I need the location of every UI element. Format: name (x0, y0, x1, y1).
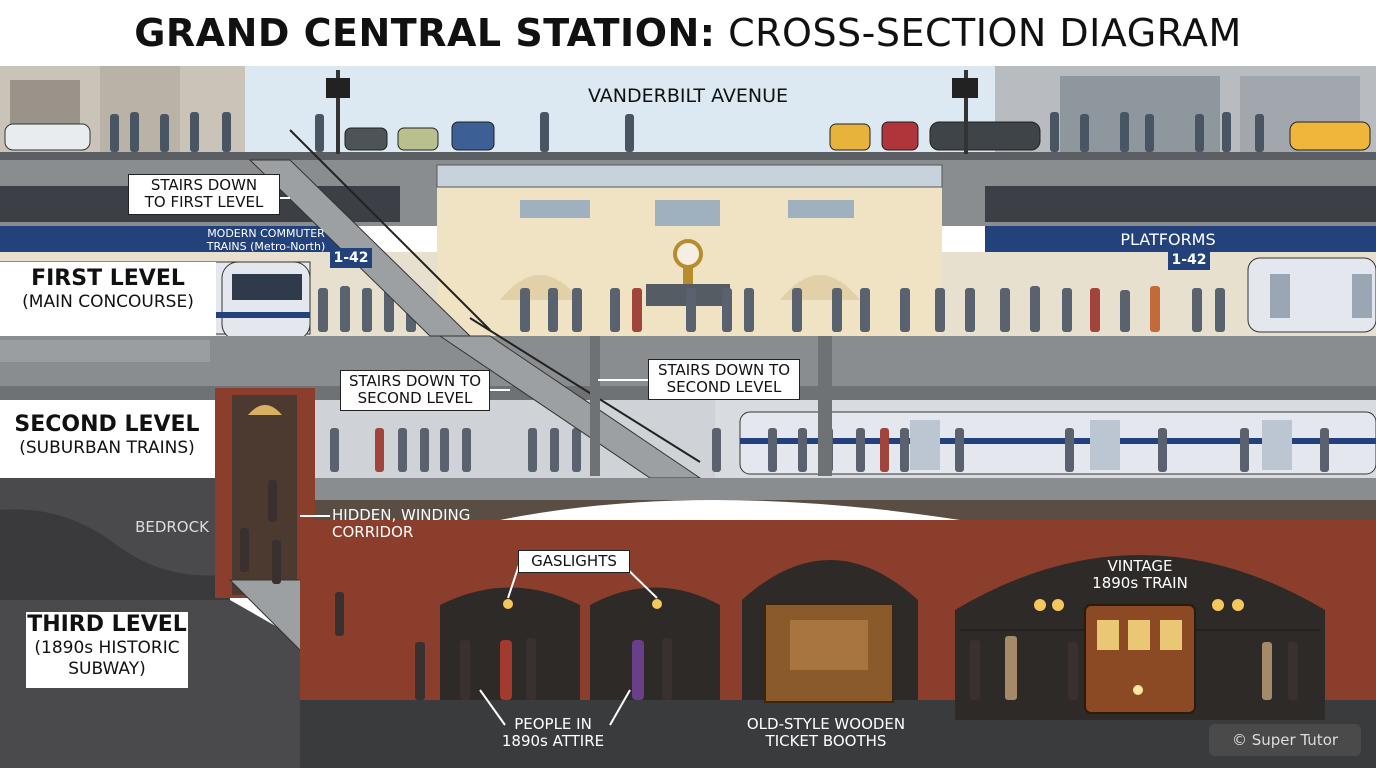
vintage-train (1084, 604, 1196, 714)
track-sign-right: 1-42 (1168, 250, 1210, 270)
callout-stairs-second-level-a: STAIRS DOWN TO SECOND LEVEL (340, 370, 490, 411)
callout-modern-trains: MODERN COMMUTER TRAINS (Metro-North) (196, 227, 336, 253)
callout-people-1890s: PEOPLE IN 1890s ATTIRE (490, 715, 616, 751)
second-level-name: SECOND LEVEL (14, 412, 200, 437)
gaslights (503, 599, 1244, 611)
street-deck (0, 152, 1376, 162)
traffic-light-right (964, 70, 968, 154)
first-level-label: FIRST LEVEL (MAIN CONCOURSE) (0, 262, 216, 336)
modern-train-right (1247, 257, 1376, 333)
street-pedestrians (110, 112, 1264, 152)
callout-stairs-first-line1: STAIRS DOWN (150, 176, 258, 194)
street-label: VANDERBILT AVENUE (588, 85, 788, 107)
wooden-ticket-booth (764, 603, 894, 703)
slab-second-third (0, 478, 1376, 500)
cross-section-illustration (0, 66, 1376, 768)
third-level-people (240, 480, 1298, 700)
page-title: GRAND CENTRAL STATION: CROSS-SECTION DIA… (0, 0, 1376, 66)
callout-stairs-second-a-line2: SECOND LEVEL (357, 389, 473, 408)
callout-stairs-second-b-line1: STAIRS DOWN TO (657, 361, 791, 379)
third-level-sub2: SUBWAY) (68, 658, 146, 679)
callout-people-line2: 1890s ATTIRE (501, 732, 605, 751)
bedrock-label: BEDROCK (135, 518, 209, 536)
callout-stairs-first-level: STAIRS DOWN TO FIRST LEVEL (128, 174, 280, 215)
callout-ticket-booths: OLD-STYLE WOODEN TICKET BOOTHS (736, 715, 916, 751)
callout-vintage-line2: 1890s TRAIN (1092, 574, 1188, 593)
track-sign-left: 1-42 (330, 248, 372, 268)
concourse-crowd (318, 286, 1225, 332)
callout-booths-line1: OLD-STYLE WOODEN (746, 715, 906, 733)
third-level-name: THIRD LEVEL (27, 612, 187, 637)
suburban-train (739, 411, 1376, 475)
traffic-light-left (336, 70, 340, 154)
second-level-sub: (SUBURBAN TRAINS) (19, 438, 195, 459)
third-level-label: THIRD LEVEL (1890s HISTORIC SUBWAY) (26, 612, 188, 688)
callout-modern-trains-line2: TRAINS (Metro-North) (206, 239, 326, 253)
title-bold: GRAND CENTRAL STATION: (134, 11, 716, 55)
platforms-label: PLATFORMS (1120, 230, 1216, 249)
second-level-label: SECOND LEVEL (SUBURBAN TRAINS) (0, 412, 214, 468)
second-level-crowd (330, 428, 1329, 472)
callout-people-line1: PEOPLE IN (514, 715, 592, 733)
callout-hidden-corridor: HIDDEN, WINDING CORRIDOR (332, 506, 492, 542)
callout-stairs-second-b-line2: SECOND LEVEL (666, 378, 782, 397)
callout-vintage-train: VINTAGE 1890s TRAIN (1080, 557, 1200, 593)
first-level-name: FIRST LEVEL (31, 266, 185, 291)
callout-stairs-first-line2: TO FIRST LEVEL (144, 193, 264, 212)
callout-booths-line2: TICKET BOOTHS (765, 732, 887, 751)
callout-modern-trains-line1: MODERN COMMUTER (207, 227, 325, 240)
first-level-band-right (985, 226, 1376, 252)
callout-stairs-second-level-b: STAIRS DOWN TO SECOND LEVEL (648, 359, 800, 400)
callout-gaslights: GASLIGHTS (518, 550, 630, 574)
watermark: © Super Tutor (1209, 724, 1361, 756)
callout-corridor-line1: HIDDEN, WINDING (332, 506, 471, 524)
street-cars (4, 121, 1371, 151)
callout-leaders (265, 197, 658, 726)
callout-stairs-second-a-line1: STAIRS DOWN TO (348, 372, 482, 390)
third-level-sub1: (1890s HISTORIC (34, 638, 180, 659)
callout-corridor-line2: CORRIDOR (332, 523, 414, 542)
first-level-sub: (MAIN CONCOURSE) (22, 292, 194, 313)
callout-vintage-line1: VINTAGE (1107, 557, 1173, 575)
first-level-band-left (0, 226, 340, 252)
title-rest: CROSS-SECTION DIAGRAM (728, 11, 1242, 55)
